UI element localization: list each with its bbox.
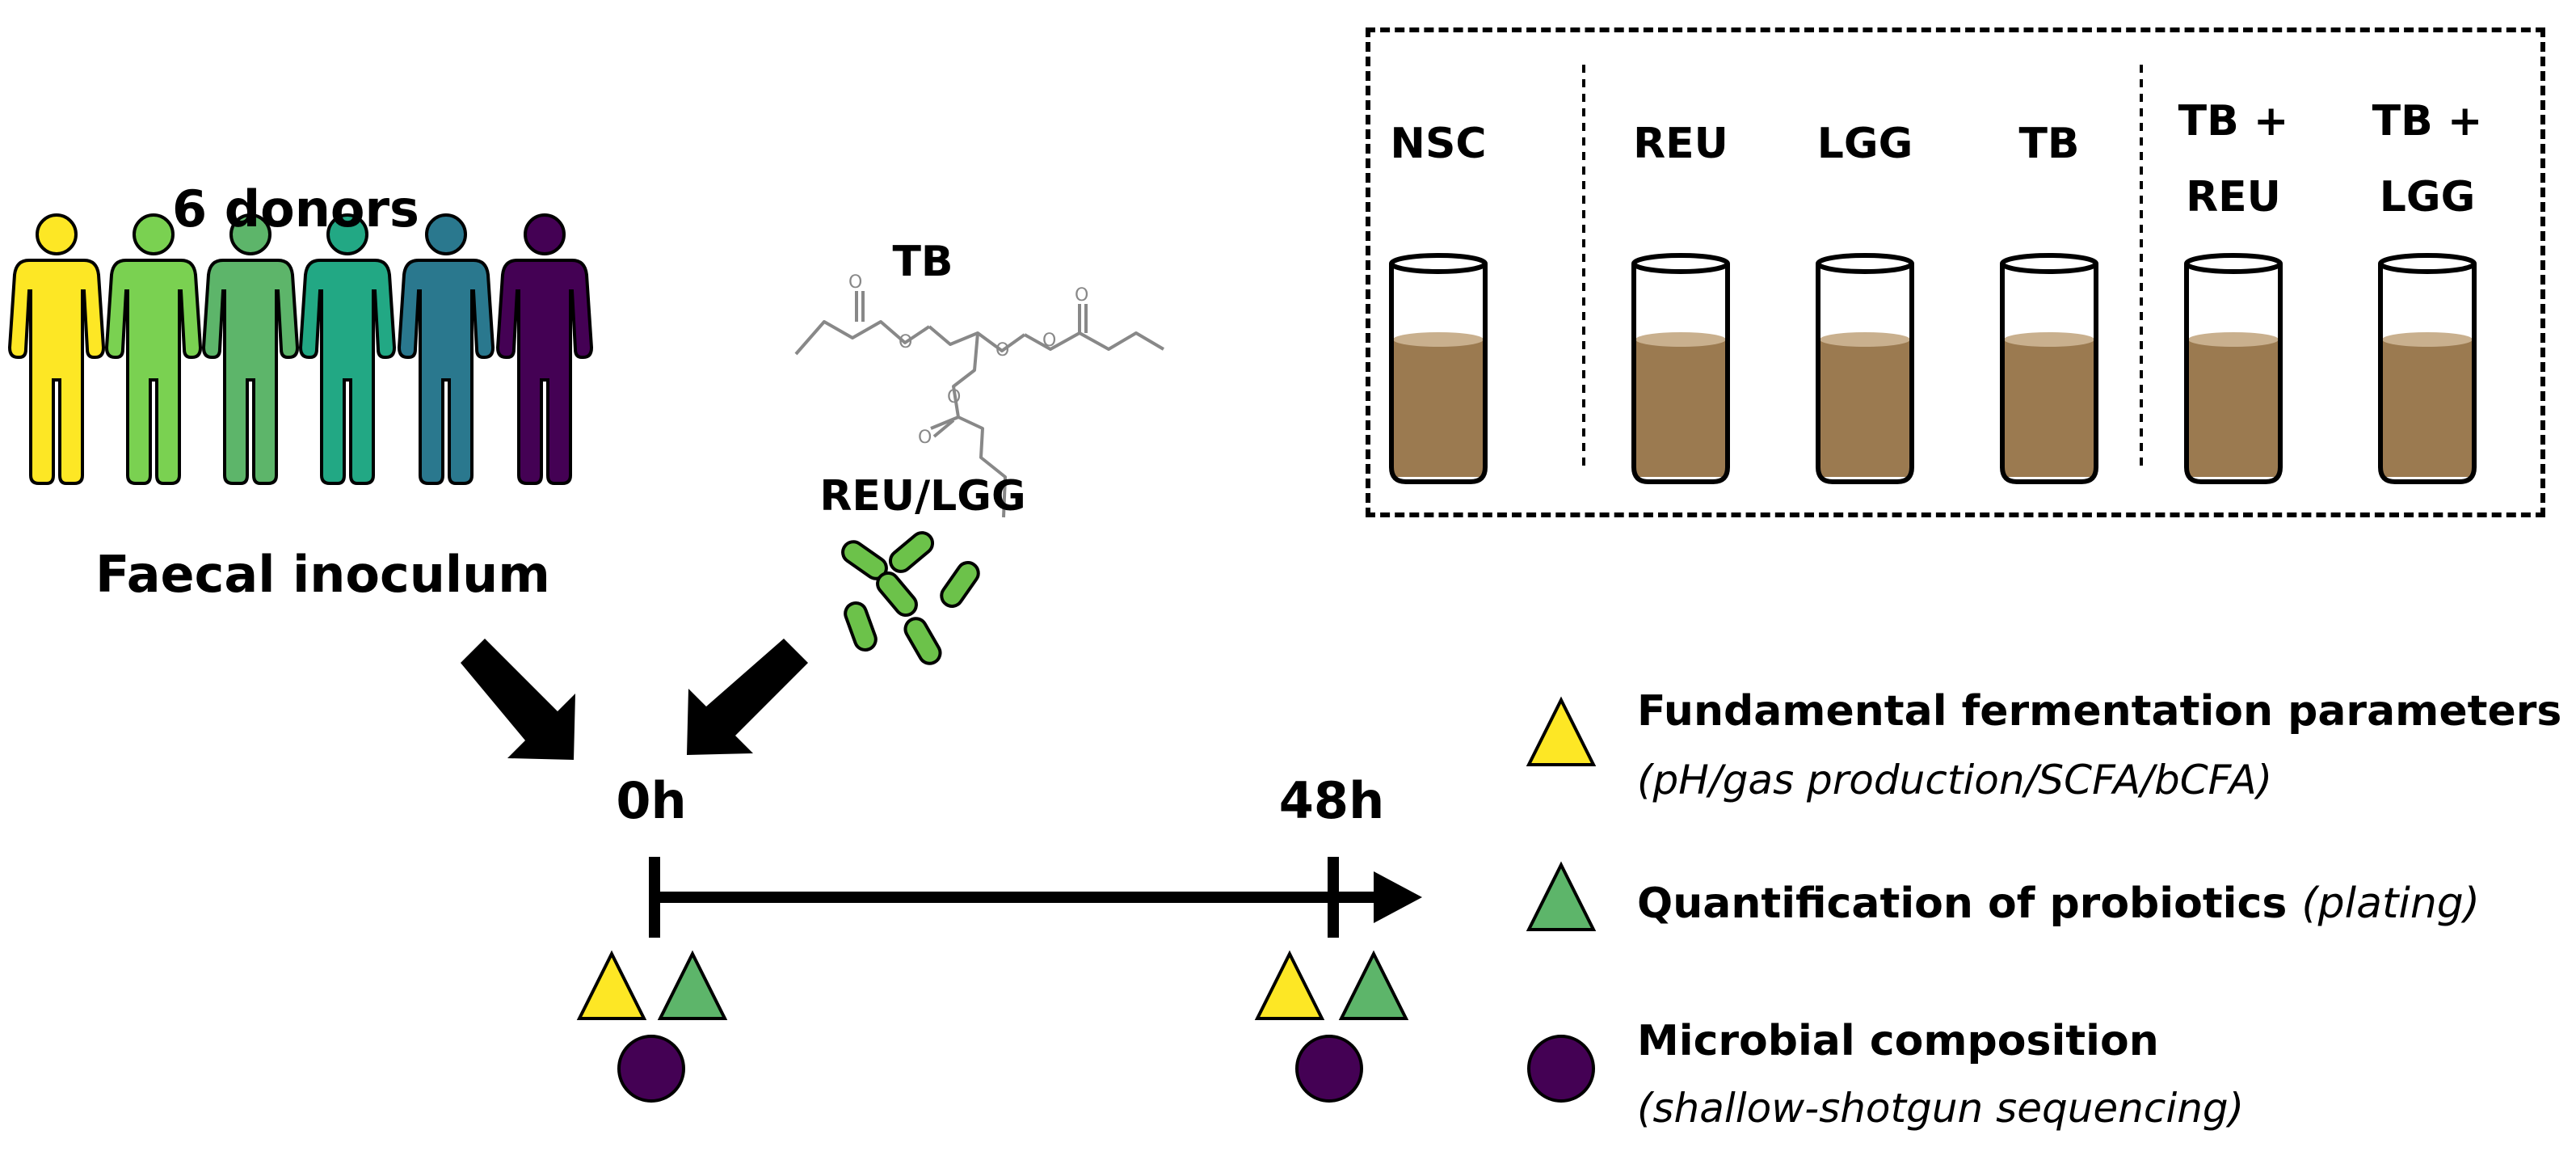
condition-label-tb-reu-line2: REU [2186, 173, 2281, 221]
svg-text:O: O [947, 387, 961, 407]
conditions-box [1366, 27, 2545, 517]
legend-composition-subtitle: (shallow-shotgun sequencing) [1637, 1085, 2245, 1132]
condition-label-nsc: NSC [1390, 120, 1487, 168]
donor-4-icon [299, 213, 396, 485]
donor-5-icon [398, 213, 495, 485]
probiotic-label: REU/LGG [819, 472, 1026, 521]
fermentation-triangle-icon [1256, 952, 1324, 1020]
condition-label-tb: TB [2018, 120, 2080, 168]
probiotic-bacteria-icon [841, 531, 980, 665]
composition-circle-icon [1295, 1035, 1363, 1103]
timeline-arrowhead-icon [1374, 871, 1422, 923]
condition-label-reu: REU [1633, 120, 1728, 168]
donor-figures [8, 213, 593, 485]
arrow-donors-to-timeline-icon [461, 639, 575, 760]
fermentation-triangle-icon [578, 952, 646, 1020]
composition-circle-icon [617, 1035, 685, 1103]
legend-probiotics-title: Quantification of probiotics [1637, 879, 2288, 928]
legend-probiotics-subtitle: (plating) [2301, 879, 2481, 928]
legend-purple-circle-icon [1527, 1035, 1595, 1103]
donors-title: 6 donors [172, 179, 419, 238]
timeline-start-label: 0h [616, 771, 687, 830]
legend-green-triangle-icon [1527, 863, 1595, 931]
tb-label: TB [892, 238, 953, 286]
timeline-end-label: 48h [1278, 771, 1385, 830]
donor-6-icon [496, 213, 593, 485]
legend-probiotics-row: Quantification of probiotics (plating) [1637, 883, 2480, 925]
timeline-axis [649, 857, 1374, 938]
condition-label-tb-lgg-line1: TB + [2372, 97, 2483, 146]
svg-text:O: O [848, 272, 862, 293]
donor-2-icon [105, 213, 202, 485]
condition-label-tb-lgg-line2: LGG [2379, 173, 2476, 221]
svg-text:O: O [918, 428, 932, 448]
legend-fermentation-subtitle: (pH/gas production/SCFA/bCFA) [1637, 757, 2273, 803]
condition-label-tb-reu-line1: TB + [2178, 97, 2289, 146]
legend-fermentation-title: Fundamental fermentation parameters [1637, 687, 2562, 736]
arrow-additives-to-timeline-icon [687, 639, 808, 755]
svg-text:O: O [1042, 331, 1056, 351]
donor-1-icon [8, 213, 105, 485]
condition-label-lgg: LGG [1816, 120, 1913, 168]
svg-text:O: O [899, 332, 912, 352]
probiotic-triangle-icon [659, 952, 726, 1020]
group-dividers [1582, 65, 2143, 469]
svg-text:O: O [995, 340, 1009, 361]
svg-text:O: O [1075, 285, 1088, 306]
legend-composition-title: Microbial composition [1637, 1017, 2159, 1065]
tributyrin-molecule-icon [794, 291, 1165, 518]
legend-symbols [1527, 698, 1595, 1103]
donor-3-icon [202, 213, 299, 485]
legend-yellow-triangle-icon [1527, 698, 1595, 766]
probiotic-triangle-icon [1340, 952, 1408, 1020]
markers-0h [578, 952, 726, 1103]
inoculum-caption: Faecal inoculum [95, 545, 550, 604]
molecule-atom-labels: O O O O O O O [848, 272, 1088, 448]
markers-48h [1256, 952, 1408, 1103]
